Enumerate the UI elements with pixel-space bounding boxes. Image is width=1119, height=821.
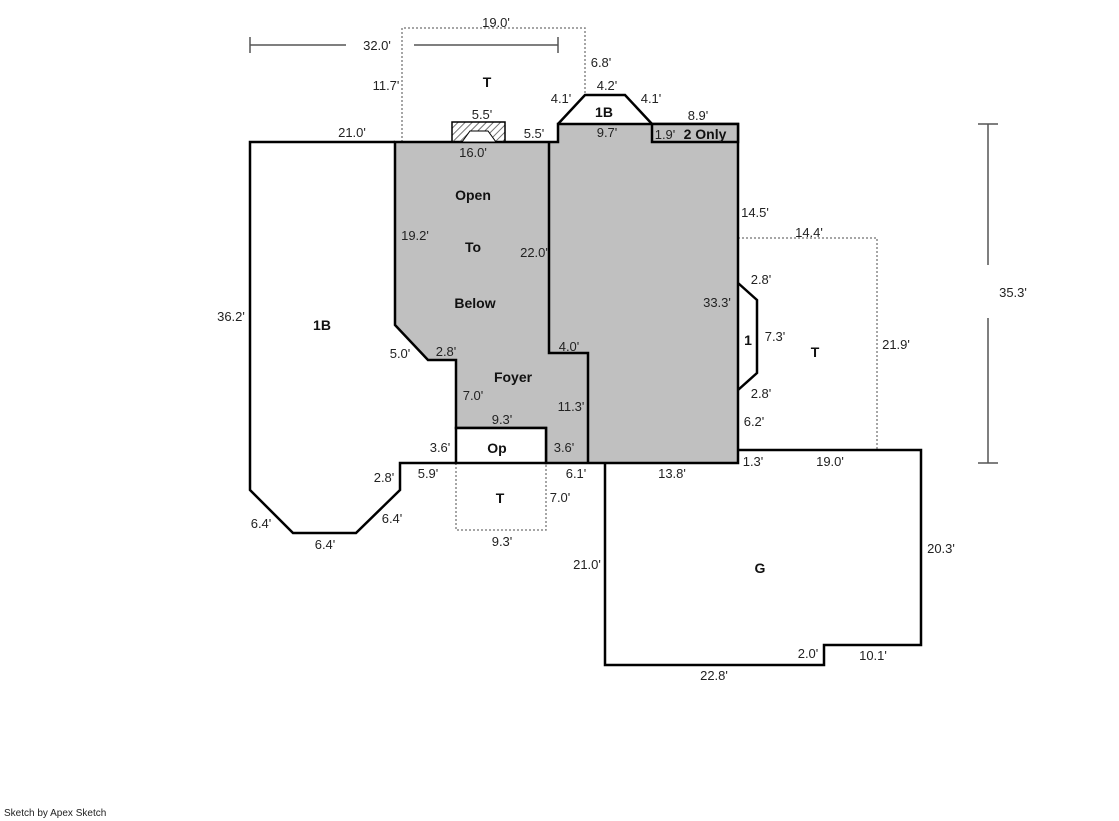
room-label-bay-1: 1 bbox=[744, 332, 752, 348]
dim-top-t-width: 19.0' bbox=[482, 15, 510, 30]
room-label-front-t: T bbox=[496, 490, 505, 506]
interior-wall bbox=[547, 142, 590, 463]
right-terrace-outline bbox=[738, 237, 878, 450]
dim-right-t-depth: 21.9' bbox=[882, 337, 910, 352]
dim-open-width: 16.0' bbox=[459, 145, 487, 160]
room-label-top-t: T bbox=[483, 74, 492, 90]
overall-width-dimension bbox=[249, 37, 559, 53]
room-label-op: Op bbox=[487, 440, 506, 456]
dim-bottom-diag-left: 6.4' bbox=[251, 516, 272, 531]
dim-foyer-right: 11.3' bbox=[558, 399, 585, 414]
dim-op-left: 3.6' bbox=[430, 440, 451, 455]
room-label-below: Below bbox=[454, 295, 495, 311]
sketch-credit: Sketch by Apex Sketch bbox=[4, 808, 107, 819]
dim-step: 5.5' bbox=[524, 126, 545, 141]
dimension-labels: 32.0' 35.3' 19.0' 11.7' 6.8' 4.1' 4.2' 4… bbox=[217, 15, 1027, 683]
dim-two-only-width: 8.9' bbox=[688, 108, 709, 123]
dim-garage-offset: 6.1' bbox=[566, 466, 587, 481]
fireplace-icon bbox=[451, 121, 506, 143]
dim-foyer-left: 7.0' bbox=[463, 388, 484, 403]
room-label-left-1b: 1B bbox=[313, 317, 331, 333]
dim-top-t-depth: 11.7' bbox=[373, 78, 400, 93]
dim-left-bottom-run: 5.9' bbox=[418, 466, 439, 481]
dim-bay-left: 4.1' bbox=[551, 91, 572, 106]
dim-bottom-diag-right: 6.4' bbox=[382, 511, 403, 526]
dim-bay1-side: 7.3' bbox=[765, 329, 786, 344]
dim-garage-notch-run: 10.1' bbox=[859, 648, 887, 663]
two-only-room bbox=[650, 122, 740, 144]
dim-op-width: 9.3' bbox=[492, 412, 513, 427]
dim-two-only-depth: 1.9' bbox=[655, 127, 676, 142]
dim-overall-width: 32.0' bbox=[363, 38, 391, 53]
dim-left-step: 2.8' bbox=[374, 470, 395, 485]
room-label-top-1b: 1B bbox=[595, 104, 613, 120]
room-label-foyer: Foyer bbox=[494, 369, 533, 385]
front-terrace-outline bbox=[455, 463, 547, 531]
dim-right-t-width: 14.4' bbox=[795, 225, 823, 240]
dim-right-lower: 6.2' bbox=[744, 414, 765, 429]
dim-foyer-notch: 4.0' bbox=[559, 339, 580, 354]
dim-bay-top: 4.2' bbox=[597, 78, 618, 93]
dim-bay-base: 9.7' bbox=[597, 125, 618, 140]
overall-depth-dimension bbox=[978, 123, 998, 464]
garage-outline bbox=[603, 448, 923, 667]
dim-main-right: 33.3' bbox=[703, 295, 731, 310]
dim-garage-notch: 2.0' bbox=[798, 646, 819, 661]
dim-left-height: 36.2' bbox=[217, 309, 245, 324]
dim-bay-right: 4.1' bbox=[641, 91, 662, 106]
room-label-two-only: 2 Only bbox=[684, 126, 727, 142]
dim-bay1-top: 2.8' bbox=[751, 272, 772, 287]
dim-op-right: 3.6' bbox=[554, 440, 575, 455]
dim-chamfer: 5.0' bbox=[390, 346, 411, 361]
dim-main-bottom: 13.8' bbox=[658, 466, 686, 481]
dim-front-t-depth: 7.0' bbox=[550, 490, 571, 505]
op-room bbox=[454, 426, 548, 465]
dim-overall-depth: 35.3' bbox=[999, 285, 1027, 300]
dim-left-top: 21.0' bbox=[338, 125, 366, 140]
top-bay-outline bbox=[557, 93, 653, 125]
room-label-garage: G bbox=[755, 560, 766, 576]
dim-bay1-bottom: 2.8' bbox=[751, 386, 772, 401]
dim-front-t-width: 9.3' bbox=[492, 534, 513, 549]
dim-garage-step: 1.3' bbox=[743, 454, 764, 469]
dim-garage-right: 20.3' bbox=[927, 541, 955, 556]
room-label-right-t: T bbox=[811, 344, 820, 360]
dim-fireplace: 5.5' bbox=[472, 107, 493, 122]
dim-bay-rise: 6.8' bbox=[591, 55, 612, 70]
left-wing-outline bbox=[248, 140, 456, 535]
dim-garage-left: 21.0' bbox=[573, 557, 601, 572]
dim-open-left: 19.2' bbox=[401, 228, 429, 243]
right-bay-outline bbox=[737, 282, 759, 391]
dim-open-right: 22.0' bbox=[520, 245, 548, 260]
top-terrace-outline bbox=[401, 27, 586, 142]
room-label-to: To bbox=[465, 239, 481, 255]
dim-right-top: 14.5' bbox=[741, 205, 769, 220]
dim-chamfer-run: 2.8' bbox=[436, 344, 457, 359]
dim-bottom: 6.4' bbox=[315, 537, 336, 552]
room-label-open: Open bbox=[455, 187, 491, 203]
dim-garage-top: 19.0' bbox=[816, 454, 844, 469]
dim-garage-bottom: 22.8' bbox=[700, 668, 728, 683]
